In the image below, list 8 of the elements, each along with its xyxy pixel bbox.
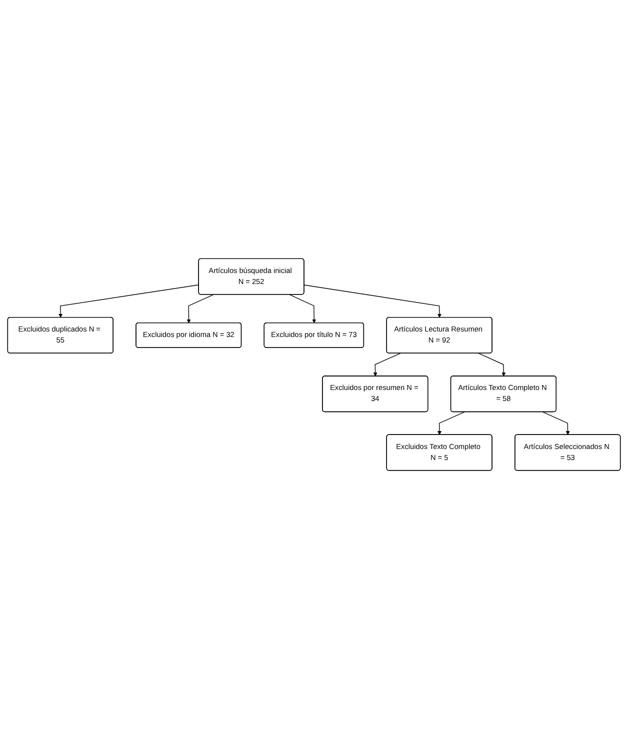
arrow	[542, 412, 570, 436]
arrow	[304, 285, 442, 318]
arrow	[478, 353, 506, 377]
arrow	[289, 294, 316, 324]
arrow	[437, 412, 465, 436]
arrow	[58, 285, 200, 318]
arrow	[186, 294, 214, 324]
arrow	[373, 353, 401, 377]
